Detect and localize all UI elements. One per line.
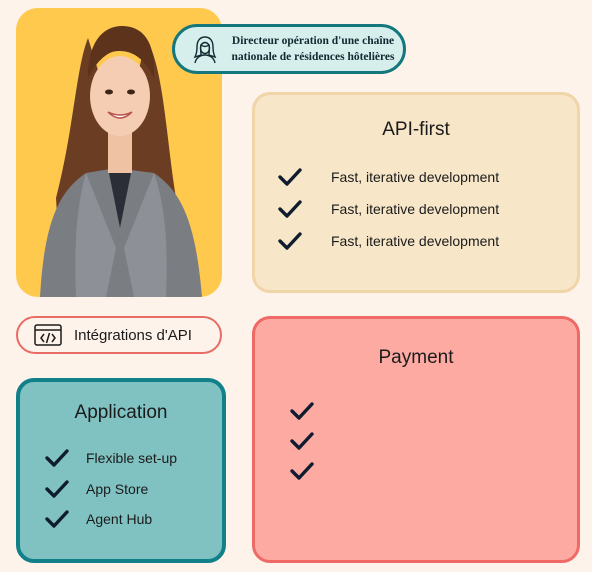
api-first-title: API-first	[382, 119, 450, 140]
checkmark-icon	[45, 449, 69, 467]
woman-avatar-icon	[193, 36, 217, 64]
application-feature-item: Agent Hub	[44, 509, 152, 529]
api-first-card: API-first Fast, iterative development Fa…	[252, 92, 580, 293]
api-feature-label: Fast, iterative development	[331, 169, 500, 185]
checkmark-icon	[290, 462, 314, 480]
api-feature-item: Fast, iterative development	[277, 231, 499, 251]
checkmark-icon	[290, 432, 314, 450]
api-feature-label: Fast, iterative development	[331, 233, 500, 249]
application-feature-label: Flexible set-up	[86, 450, 178, 466]
application-feature-item: App Store	[44, 479, 148, 499]
checkmark-icon	[45, 510, 69, 528]
api-feature-label: Fast, iterative development	[331, 201, 500, 217]
person-photo	[40, 26, 202, 297]
role-title: Directeur opération d'une chaîne nationa…	[225, 33, 401, 65]
payment-title: Payment	[378, 347, 454, 368]
role-title-line-2: nationale de résidences hôtelières	[231, 51, 395, 63]
api-feature-item: Fast, iterative development	[277, 167, 499, 187]
application-card: Application Flexible set-up App Store Ag…	[16, 378, 226, 563]
checkmark-icon	[45, 480, 69, 498]
api-integrations-chip[interactable]: Intégrations d'API	[16, 316, 222, 354]
application-feature-item: Flexible set-up	[44, 448, 177, 468]
application-title: Application	[74, 402, 168, 423]
role-title-line-1: Directeur opération d'une chaîne	[231, 35, 395, 47]
checkmark-icon	[290, 402, 314, 420]
payment-card: Payment	[252, 316, 580, 563]
api-integrations-label: Intégrations d'API	[74, 326, 192, 344]
application-feature-label: Agent Hub	[86, 511, 153, 527]
checkmark-icon	[278, 200, 302, 218]
checkmark-icon	[278, 232, 302, 250]
code-window-icon	[34, 324, 62, 346]
role-badge: Directeur opération d'une chaîne nationa…	[172, 24, 406, 74]
api-feature-item: Fast, iterative development	[277, 199, 499, 219]
application-feature-label: App Store	[86, 481, 149, 497]
checkmark-icon	[278, 168, 302, 186]
